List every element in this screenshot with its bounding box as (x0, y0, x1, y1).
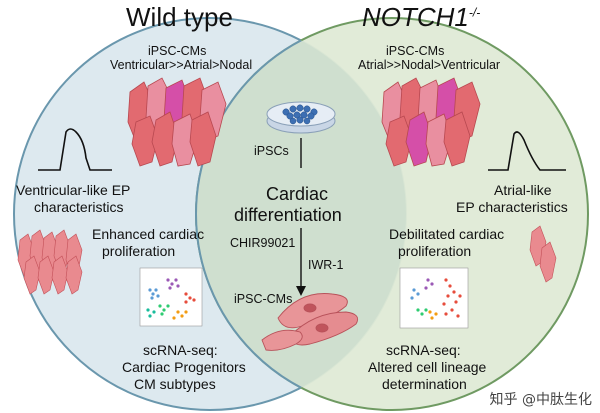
left-cm-cluster (127, 77, 227, 167)
right-seq-line3: determination (382, 376, 467, 392)
notch1-genotype: -/- (468, 5, 481, 20)
left-prolif-line1: Enhanced cardiac (92, 226, 205, 242)
right-ep-line2: EP characteristics (456, 199, 568, 215)
iwr-label: IWR-1 (308, 258, 344, 272)
watermark: 知乎 @中肽生化 (489, 392, 592, 408)
left-seq-line2: Cardiac Progenitors (122, 359, 246, 375)
left-ep-line2: characteristics (34, 199, 124, 215)
notch1-gene: NOTCH1 (362, 2, 469, 32)
petri-dish-icon (266, 101, 336, 134)
left-prolif-cells (17, 229, 83, 295)
left-ep-line1: Ventricular-like EP (16, 182, 131, 198)
right-prolif-line2: proliferation (398, 243, 472, 259)
right-seq-line2: Altered cell lineage (368, 359, 487, 375)
ipscs-label: iPSCs (254, 144, 289, 158)
wild-type-title: Wild type (126, 2, 233, 32)
right-cm-cluster (381, 77, 481, 167)
atrial-ap-trace (488, 131, 566, 171)
chir-label: CHIR99021 (230, 236, 296, 250)
diff-arrowhead (296, 286, 306, 296)
notch1-title: NOTCH1-/- (362, 2, 480, 33)
right-seq-line1: scRNA-seq: (386, 342, 461, 358)
diff-line1: Cardiac (266, 184, 329, 204)
center-cm-cells (261, 293, 359, 351)
right-prolif-line1: Debilitated cardiac (389, 226, 505, 242)
left-cell-type: iPSC-CMs (148, 44, 207, 58)
left-prolif-line2: proliferation (102, 243, 176, 259)
ventricular-ap-trace (38, 128, 112, 171)
left-tsne-plot (139, 267, 203, 327)
right-tsne-plot (399, 267, 469, 329)
left-seq-line1: scRNA-seq: (143, 342, 218, 358)
diff-line2: differentiation (234, 205, 342, 225)
left-seq-line3: CM subtypes (134, 376, 216, 392)
left-subtype-order: Ventricular>>Atrial>Nodal (110, 58, 253, 72)
product-label: iPSC-CMs (234, 292, 293, 306)
right-cell-type: iPSC-CMs (386, 44, 445, 58)
right-prolif-cells (529, 225, 557, 283)
right-ep-line1: Atrial-like (494, 182, 552, 198)
right-subtype-order: Atrial>>Nodal>Ventricular (358, 58, 501, 72)
